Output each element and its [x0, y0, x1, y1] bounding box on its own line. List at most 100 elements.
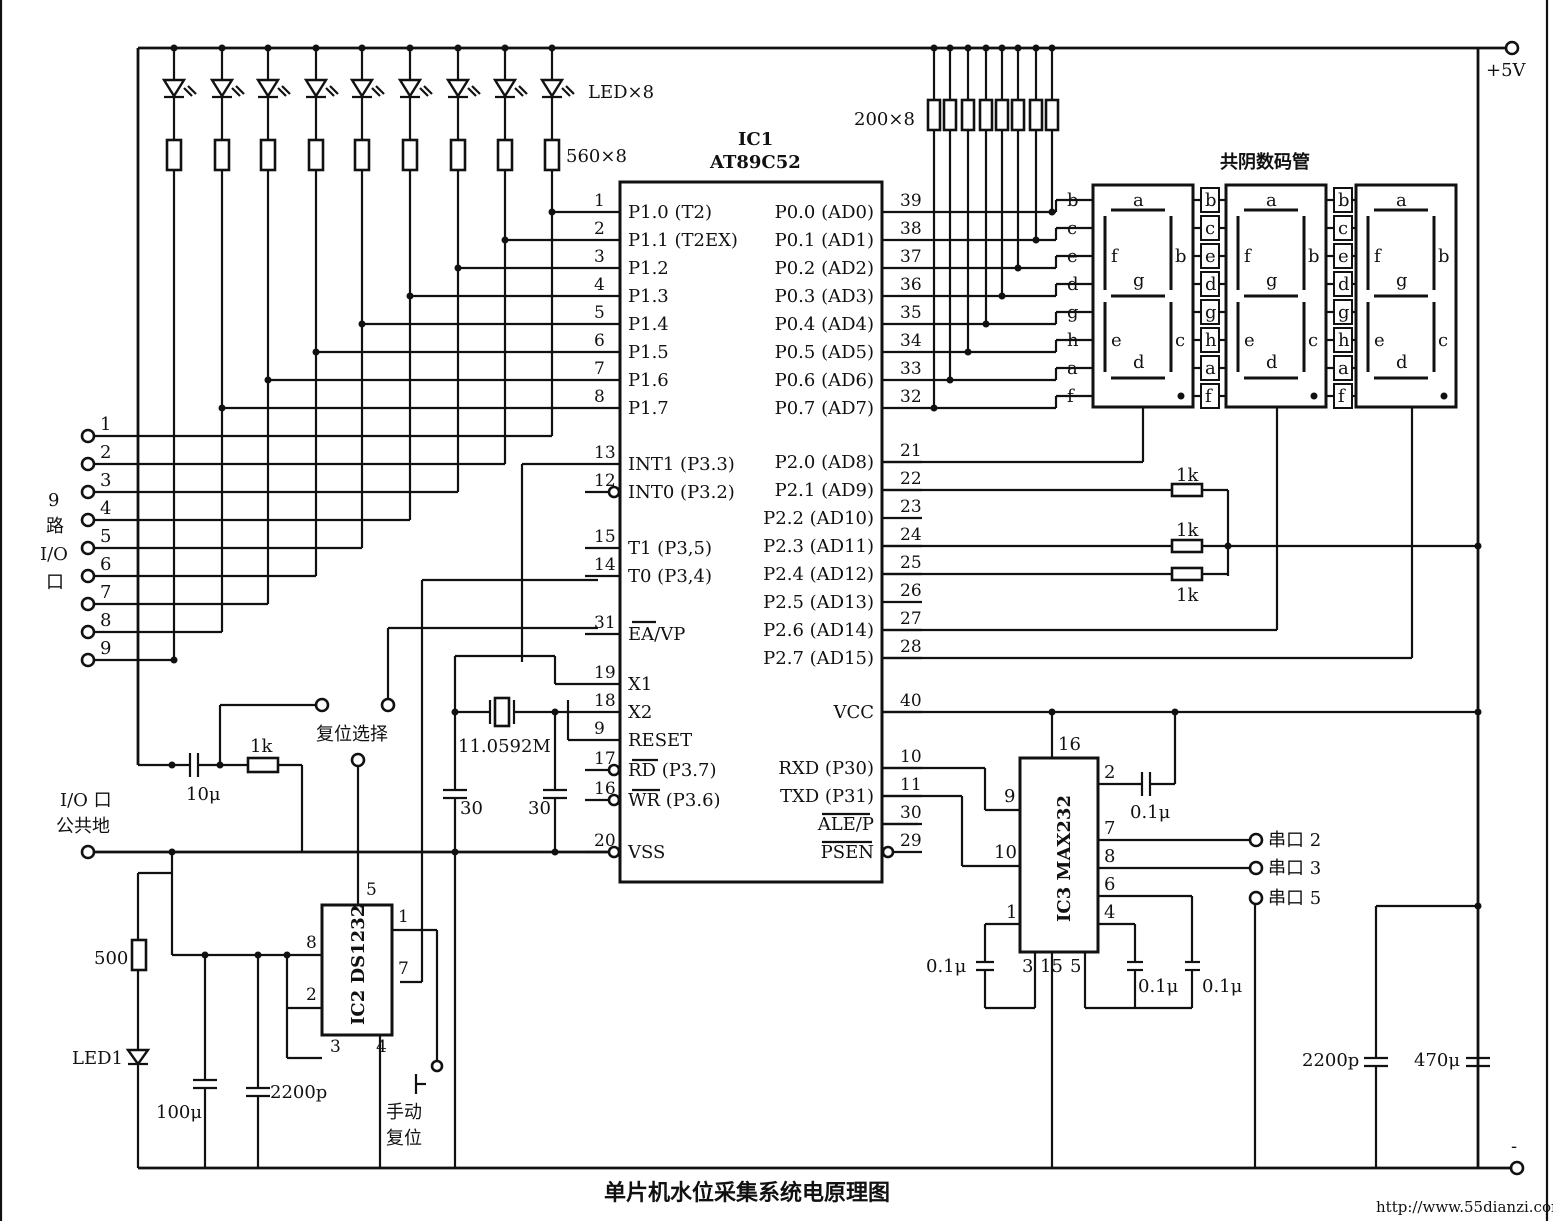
ic2-pin-num: 4: [376, 1037, 387, 1057]
ic1-pin-label-right: P0.7 (AD7): [775, 398, 874, 419]
io-pin-label: 9: [100, 638, 111, 659]
cap-01-b: 0.1μ: [926, 956, 967, 977]
ic1-pin-label-left: WR (P3.6): [628, 790, 721, 811]
ic1-pin-label-right: PSEN: [821, 842, 874, 863]
segment-letter: b: [1308, 246, 1320, 267]
ic1-pin-num-left: 2: [594, 219, 605, 239]
io-title-2: 路: [46, 516, 64, 537]
ic1-pin-label-right: P0.0 (AD0): [775, 202, 874, 223]
io-pin-label: 8: [100, 610, 111, 631]
ic1-pin-num-left: 18: [594, 691, 616, 711]
ic1-pin-label-right: P0.5 (AD5): [775, 342, 874, 363]
manual-reset-switch[interactable]: [430, 1059, 444, 1073]
cap-01-d: 0.1μ: [1202, 976, 1243, 997]
ic1-pin-num-left: 1: [594, 191, 605, 211]
segment-pin-letter: e: [1338, 246, 1349, 267]
ic1-part: AT89C52: [709, 152, 801, 173]
io-common-label-2: 公共地: [56, 816, 110, 837]
segment-letter: d: [1396, 352, 1408, 373]
ic1-pin-num-right: 28: [900, 637, 922, 657]
ic1-pin-label-left: P1.2: [628, 258, 669, 279]
ic1-pin-num-right: 40: [900, 691, 922, 711]
ic1-pin-num-right: 32: [900, 387, 922, 407]
ic2-label: IC2 DS1232: [348, 905, 369, 1025]
segment-pin-letter: f: [1338, 386, 1346, 407]
segment-resistors: [922, 44, 1093, 412]
led-array-label: LED×8: [588, 82, 654, 103]
ic1-pin-label-left: P1.7: [628, 398, 669, 419]
r-1k-c: 1k: [1176, 585, 1199, 606]
segment-pin-letter: b: [1205, 190, 1217, 211]
segment-pin-letter: e: [1067, 246, 1078, 267]
segment-letter: g: [1133, 270, 1145, 291]
ic1-pin-num-right: 25: [900, 553, 922, 573]
display-label: 共阴数码管: [1220, 151, 1310, 173]
cap-x1-label: 30: [460, 798, 483, 819]
ic1-pin-num-right: 23: [900, 497, 922, 517]
reset-select-terminal-b[interactable]: [380, 697, 396, 713]
segment-letter: a: [1266, 190, 1277, 211]
ic1-pin-label-right: P0.2 (AD2): [775, 258, 874, 279]
ic1-pin-num-right: 11: [900, 775, 922, 795]
ic3-pin-num: 15: [1040, 956, 1063, 977]
segment-resistor-label: 200×8: [854, 109, 915, 130]
ic1-pin-label-right: P0.6 (AD6): [775, 370, 874, 391]
led1-label: LED1: [72, 1048, 123, 1069]
segment-pin-letter: h: [1067, 330, 1079, 351]
segment-pin-letter: g: [1205, 302, 1217, 323]
serial5-terminal[interactable]: [1248, 890, 1264, 906]
cap-2200p-left-label: 2200p: [270, 1082, 327, 1103]
segment-letter: f: [1111, 246, 1119, 267]
ic1-pin-label-right: P2.0 (AD8): [775, 452, 874, 473]
serial3-label: 串口 3: [1268, 858, 1321, 879]
ic1-pin-num-right: 26: [900, 581, 922, 601]
segment-pin-letter: c: [1067, 218, 1077, 239]
ic1-pin-num-left: 16: [594, 779, 616, 799]
ic1-pin-label-left: T1 (P3,5): [628, 538, 712, 559]
segment-letter: g: [1266, 270, 1278, 291]
led-resistor-label: 560×8: [566, 146, 627, 167]
segment-letter: b: [1438, 246, 1450, 267]
ic3-pin-num: 2: [1104, 762, 1115, 783]
cap-2200p-right: 2200p: [1302, 1050, 1359, 1071]
ic1-pin-label-right: P2.6 (AD14): [763, 620, 874, 641]
io-pin-label: 6: [100, 554, 111, 575]
ic1-pin-num-left: 13: [594, 443, 616, 463]
segment-letter: e: [1111, 330, 1122, 351]
serial2-terminal[interactable]: [1248, 832, 1264, 848]
io-common-label-1: I/O 口: [60, 790, 112, 811]
ic3-pin-num: 3: [1022, 956, 1033, 977]
segment-pin-letter: b: [1067, 190, 1079, 211]
io-common-terminal[interactable]: [80, 844, 96, 860]
ic1-pin-label-left: P1.3: [628, 286, 669, 307]
ic1-pin-num-right: 36: [900, 275, 922, 295]
r-500-label: 500: [94, 948, 128, 969]
segment-letter: c: [1438, 330, 1448, 351]
segment-letter: f: [1374, 246, 1382, 267]
segment-letter: b: [1175, 246, 1187, 267]
ic3-pin-num: 5: [1070, 956, 1081, 977]
ic1-pin-label-left: X2: [628, 702, 652, 723]
watermark: http://www.55dianzi.com: [1376, 1198, 1553, 1216]
cap-01-c: 0.1μ: [1138, 976, 1179, 997]
ic1-pin-num-right: 34: [900, 331, 922, 351]
io-pin-label: 7: [100, 582, 111, 603]
serial3-terminal[interactable]: [1248, 860, 1264, 876]
segment-pin-letter: a: [1205, 358, 1216, 379]
ic1-pin-label-left: INT0 (P3.2): [628, 482, 735, 503]
segment-pin-letter: a: [1067, 358, 1078, 379]
reset-select-terminal-c[interactable]: [350, 752, 366, 768]
ic2-pin-num: 5: [366, 880, 377, 900]
led-array: [161, 44, 585, 660]
segment-letter: d: [1266, 352, 1278, 373]
segment-letter: a: [1396, 190, 1407, 211]
ic1-pin-label-left: P1.6: [628, 370, 669, 391]
reset-select-terminal-a[interactable]: [314, 697, 330, 713]
ic1-pin-label-right: TXD (P31): [780, 786, 874, 807]
serial2-label: 串口 2: [1268, 830, 1321, 851]
ic3-pin-num: 10: [994, 842, 1017, 863]
ic1-pin-num-right: 38: [900, 219, 922, 239]
